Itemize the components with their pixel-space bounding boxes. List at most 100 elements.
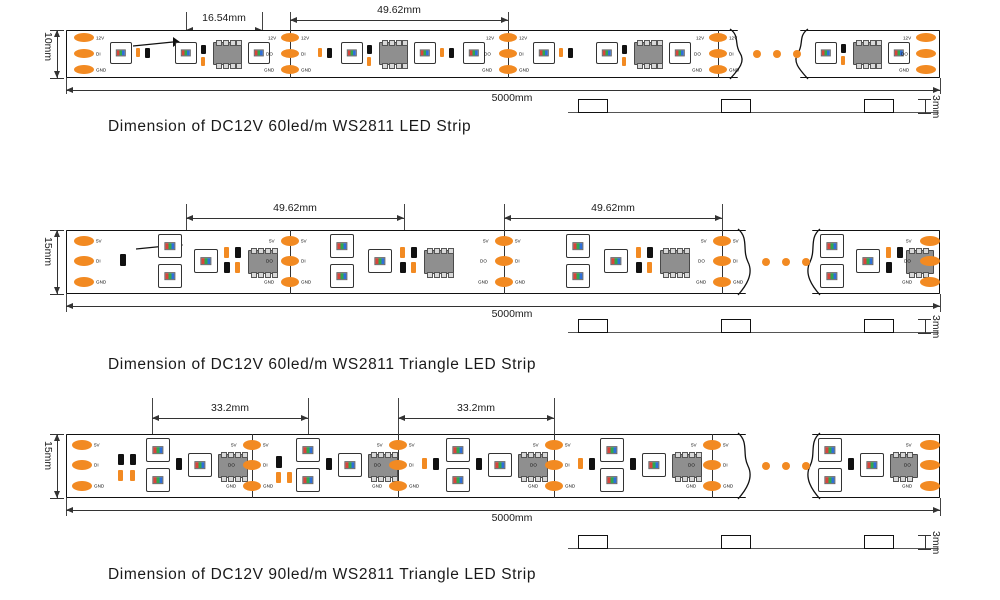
pad-label-data-in: DI (515, 258, 520, 264)
pad-label-ground: GND (226, 483, 237, 489)
arrow-left (66, 86, 73, 93)
ellipsis-dot (782, 462, 790, 470)
ext-line (404, 204, 405, 234)
ext-line (940, 78, 941, 94)
resistor (848, 458, 854, 470)
profile-segment (721, 99, 751, 113)
dim-total-length: 5000mm (491, 92, 533, 104)
dim-line-left (186, 218, 404, 219)
led-package (888, 42, 910, 64)
driver-ic (518, 451, 548, 482)
pad-label-power: 5V (533, 442, 539, 448)
pad-label-data: DI (96, 51, 101, 56)
resistor (224, 262, 230, 273)
resistor (400, 247, 405, 258)
resistor (276, 472, 281, 483)
dim-line-right (398, 418, 554, 419)
ellipsis-dot (753, 50, 761, 58)
pad-power-right (920, 236, 940, 246)
driver-ic (660, 247, 690, 278)
thickness-dim-line (925, 99, 926, 113)
resistor (440, 48, 444, 57)
pad-label-ground: GND (372, 483, 383, 489)
resistor (276, 456, 282, 468)
tick (50, 30, 64, 31)
pad-data-out-right (920, 460, 940, 470)
pad-label-ground: GND (96, 279, 107, 285)
ext-line (940, 294, 941, 312)
label-thickness: 3mm (930, 315, 942, 339)
dim-pitch-left: 33.2mm (211, 402, 249, 414)
pad-power-right (916, 33, 936, 42)
resistor (145, 48, 150, 58)
pad-ground-cut (281, 65, 299, 74)
resistor (886, 262, 892, 273)
arrow-down (53, 287, 60, 294)
pad-data-cut (281, 49, 299, 58)
pad-power-cut (281, 236, 299, 246)
figure-caption-2: Dimension of DC12V 60led/m WS2811 Triang… (108, 356, 537, 373)
resistor (130, 470, 135, 481)
resistor (636, 262, 642, 273)
dim-total-length: 5000mm (491, 512, 533, 524)
tick (50, 434, 64, 435)
pad-ground-cut (709, 65, 727, 74)
resistor (326, 458, 332, 470)
resistor (841, 44, 846, 53)
pad-power-cut (713, 236, 731, 246)
pad-data-cut (243, 460, 261, 470)
break-edge-icon (807, 432, 821, 500)
led-package (596, 42, 618, 64)
led-package (146, 468, 170, 492)
ext-line (262, 12, 263, 36)
led-package (341, 42, 363, 64)
pad-power-right (920, 440, 940, 450)
label-thickness: 3mm (930, 531, 942, 555)
arrow-right (715, 214, 722, 221)
pad-label-data-out: DO (266, 51, 273, 56)
dim-line-total (66, 510, 940, 511)
strip-2-figure: 49.62mm 49.62mm 15mm 5V DI GND (0, 196, 1000, 386)
pad-data-cut (545, 460, 563, 470)
driver-ic (379, 39, 408, 69)
pad-label-data-out: DO (228, 462, 235, 468)
arrow-left (290, 16, 297, 23)
pad-label-data-out: DO (688, 462, 695, 468)
pad-power-cut (495, 236, 513, 246)
resistor (622, 57, 626, 66)
tick (50, 498, 64, 499)
tick (918, 535, 931, 536)
led-package (860, 453, 884, 477)
pad-power-cut (389, 440, 407, 450)
resistor (118, 470, 123, 481)
label-strip-width: 15mm (42, 237, 54, 267)
break-edge-icon (795, 28, 809, 80)
pad-ground-cut (281, 277, 299, 287)
pad-label-power: 12V (301, 35, 310, 40)
resistor (201, 57, 205, 66)
led-package (820, 234, 844, 258)
pad-ground-cut (495, 277, 513, 287)
led-package (488, 453, 512, 477)
led-package (463, 42, 485, 64)
pad-label-power: 12V (486, 35, 495, 40)
pad-label-power: 5V (409, 442, 415, 448)
pad-label-ground: GND (94, 483, 105, 489)
profile-segment (864, 535, 894, 549)
dim-pitch-right: 49.62mm (591, 202, 635, 214)
resistor (622, 45, 627, 54)
pad-data-cut (709, 49, 727, 58)
pad-label-data-out: DO (266, 258, 273, 264)
pad-label-power: 5V (565, 442, 571, 448)
arrow-right (547, 414, 554, 421)
pad-label-power: 12V (903, 35, 912, 40)
pad-data-in-left (74, 49, 94, 58)
arrow-right (397, 214, 404, 221)
pad-power-left (72, 440, 92, 450)
pad-label-data-out: DO (484, 51, 491, 56)
resistor (235, 247, 241, 258)
arrow-left (66, 506, 73, 513)
pad-label-power: 12V (696, 35, 705, 40)
led-package (566, 264, 590, 288)
driver-ic (672, 451, 702, 482)
